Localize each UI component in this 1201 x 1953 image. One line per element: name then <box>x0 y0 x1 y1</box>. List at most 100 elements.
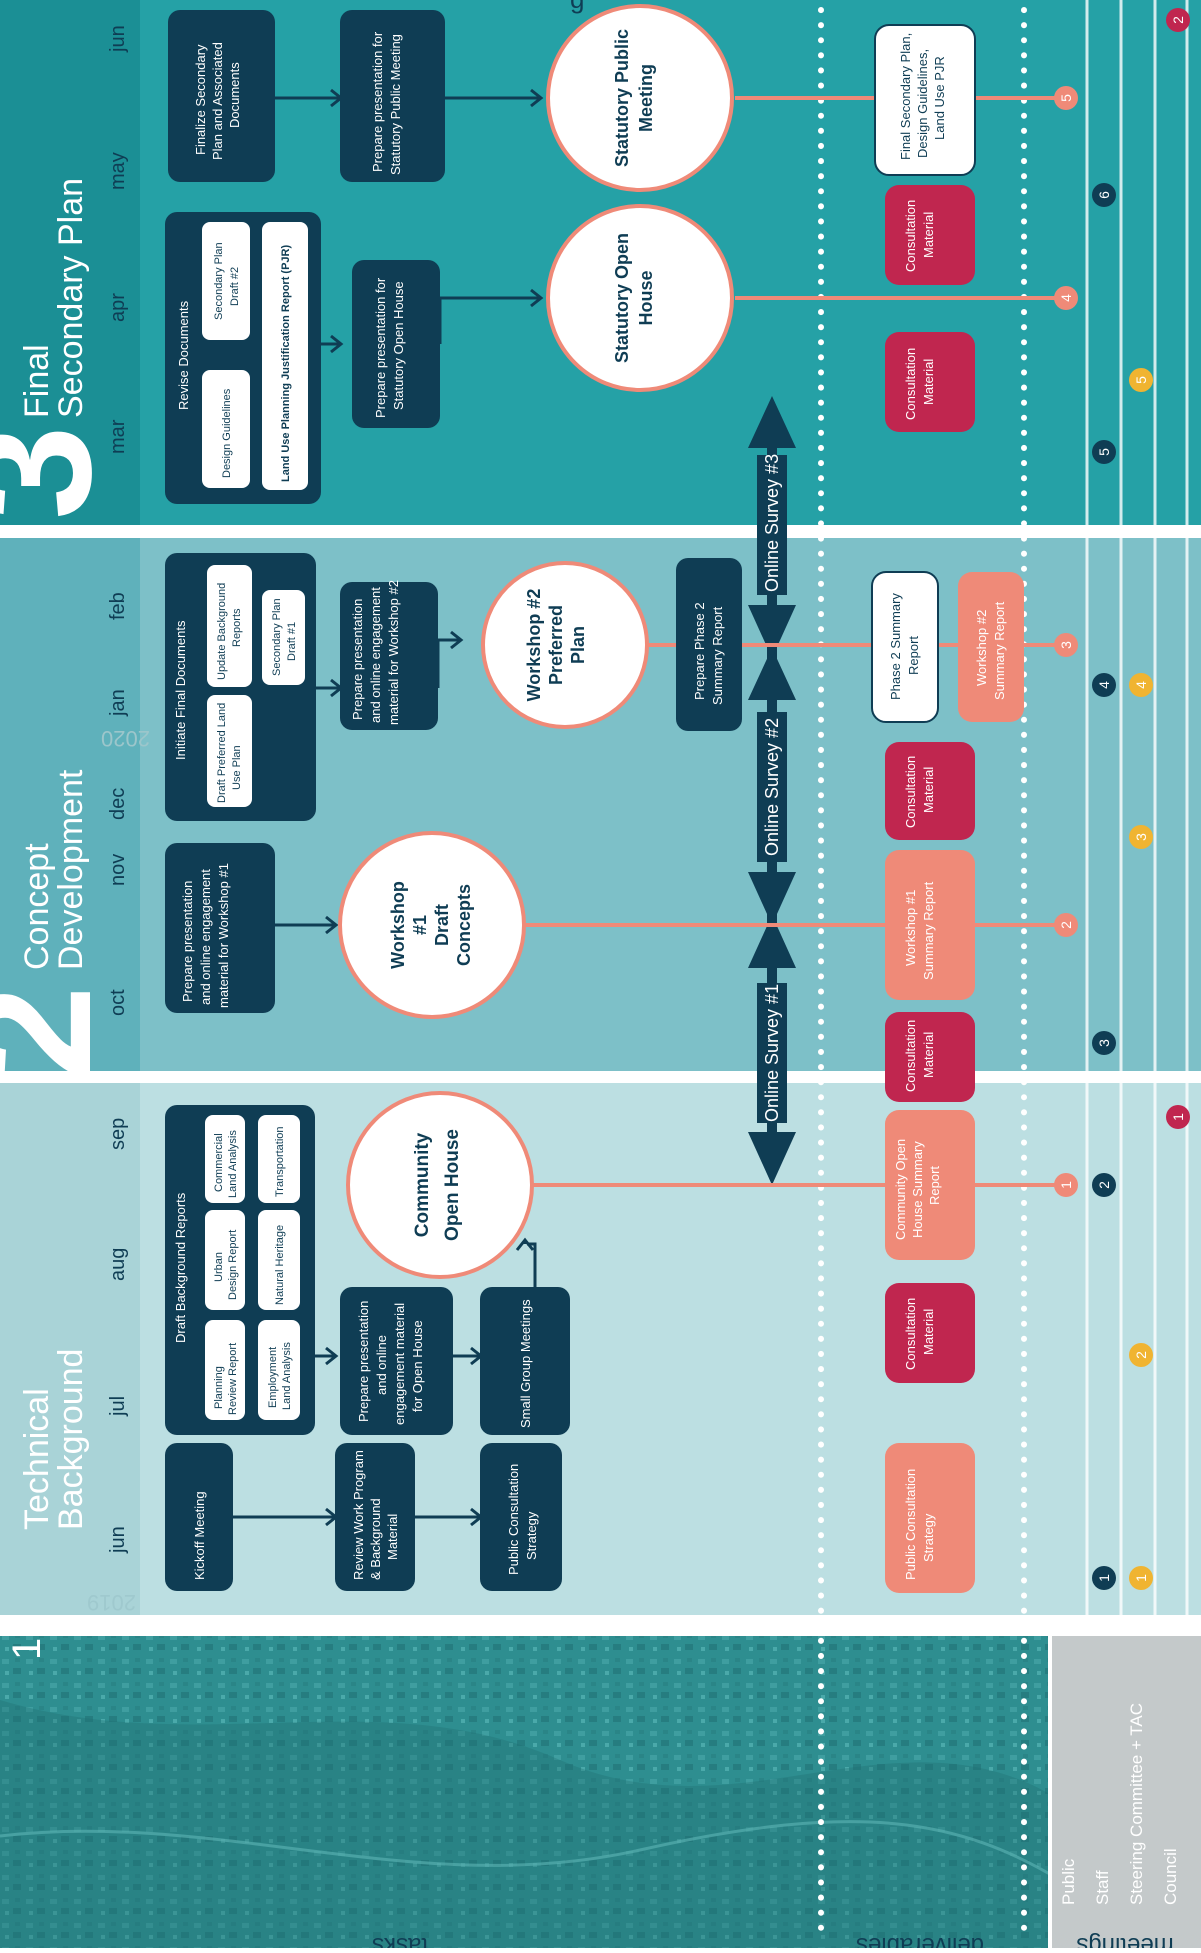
svg-text:5: 5 <box>1133 376 1149 384</box>
svg-text:Concepts: Concepts <box>454 884 474 966</box>
legend-divider <box>1048 1636 1052 1948</box>
task-public-consultation-strategy: Public Consultation Strategy <box>480 1443 562 1591</box>
staff-meeting-marker: 5 <box>1092 440 1116 464</box>
sub-draft-preferred-land-use-plan <box>207 695 252 807</box>
svg-text:Summary Report: Summary Report <box>992 601 1007 700</box>
council-meeting-marker: 1 <box>1166 1105 1190 1129</box>
survey3-arrow-start <box>748 605 796 658</box>
svg-text:Preferred: Preferred <box>546 605 566 685</box>
svg-text:5: 5 <box>1096 448 1112 456</box>
task-prepare-workshop2-material: Prepare presentation and online engageme… <box>340 580 438 730</box>
survey3-arrow-end <box>748 396 796 448</box>
svg-text:Reports: Reports <box>231 608 243 647</box>
svg-text:Employment: Employment <box>267 1347 279 1408</box>
svg-text:Design Guidelines,: Design Guidelines, <box>915 49 930 158</box>
svg-text:Draft: Draft <box>432 904 452 946</box>
svg-text:Documents: Documents <box>227 62 242 128</box>
svg-text:2: 2 <box>1133 1351 1149 1359</box>
svg-text:Strategy: Strategy <box>921 1513 936 1562</box>
svg-text:Review Work Program: Review Work Program <box>351 1450 366 1580</box>
month-label: dec <box>107 788 129 820</box>
svg-text:Finalize Secondary: Finalize Secondary <box>193 44 208 155</box>
legend-background <box>1048 1636 1201 1948</box>
month-label: feb <box>107 592 129 620</box>
survey2-label-bg <box>757 712 787 862</box>
svg-text:Statutory Open House: Statutory Open House <box>391 281 406 410</box>
task-kickoff-meeting: Kickoff Meeting <box>165 1443 233 1591</box>
svg-text:Open House: Open House <box>442 1129 463 1241</box>
public-meeting-marker: 4 <box>1054 286 1078 310</box>
svg-text:Consultation: Consultation <box>903 1020 918 1092</box>
svg-text:2: 2 <box>1170 16 1186 24</box>
phase3-title-line2: Secondary Plan <box>52 178 90 418</box>
deliverable-consultation-material: Consultation Material <box>885 1012 975 1102</box>
svg-text:Material: Material <box>921 1032 936 1078</box>
phase1-title-line1: Technical <box>18 1388 56 1530</box>
svg-text:material for Workshop #1: material for Workshop #1 <box>216 863 231 1008</box>
council-meeting-marker: 2 <box>1166 8 1190 32</box>
month-label: mar <box>107 419 129 454</box>
svg-text:Secondary Plan: Secondary Plan <box>271 598 283 676</box>
phase1-header <box>0 1083 140 1615</box>
deliverable-phase2-summary: Phase 2 Summary Report <box>871 571 939 723</box>
svg-text:Material: Material <box>921 212 936 258</box>
task-initiate-final-documents: Initiate Final Documents Draft Preferred… <box>165 553 316 821</box>
sub-planning-justification-report <box>262 222 308 490</box>
survey1-label: Online Survey #1 <box>762 984 782 1122</box>
svg-text:Material: Material <box>921 767 936 813</box>
svg-text:Land Analysis: Land Analysis <box>281 1342 293 1410</box>
svg-text:4: 4 <box>1096 681 1112 689</box>
staff-meeting-marker: 6 <box>1092 183 1116 207</box>
svg-text:Commercial: Commercial <box>213 1133 225 1192</box>
sub-natural-heritage <box>258 1210 300 1310</box>
month-label: sep <box>107 1118 129 1150</box>
deliverable-workshop2-summary: Workshop #2 Summary Report <box>958 572 1024 722</box>
side-label-tasks: tasks <box>372 1932 428 1948</box>
public-meeting-marker: 3 <box>1054 633 1078 657</box>
svg-text:Initiate Final Documents: Initiate Final Documents <box>173 620 188 760</box>
month-label: oct <box>107 989 129 1016</box>
svg-text:Prepare presentation for: Prepare presentation for <box>370 31 385 172</box>
svg-text:#1: #1 <box>410 915 430 935</box>
task-draft-background-reports: Draft Background Reports Planning Review… <box>165 1105 315 1435</box>
event-workshop-1-draft-concepts: Workshop #1 Draft Concepts <box>338 831 526 1019</box>
deliverable-consultation-material: Consultation Material <box>885 1283 975 1383</box>
svg-text:Community: Community <box>412 1132 433 1237</box>
svg-text:1: 1 <box>1096 1574 1112 1582</box>
survey2-label: Online Survey #2 <box>762 718 782 856</box>
svg-text:Community Open: Community Open <box>893 1139 908 1240</box>
legend-steering-committee: Steering Committee + TAC <box>1127 1703 1146 1905</box>
svg-text:Land Use PJR: Land Use PJR <box>932 56 947 140</box>
svg-text:Consultation: Consultation <box>903 1298 918 1370</box>
month-label: nov <box>107 854 129 886</box>
svg-text:Final Secondary Plan,: Final Secondary Plan, <box>898 33 913 160</box>
steering-meeting-marker: 3 <box>1129 825 1153 849</box>
year-2019: 2019 <box>87 1590 136 1615</box>
svg-text:2: 2 <box>1096 1181 1112 1189</box>
month-label: aug <box>107 1248 129 1281</box>
svg-text:Review Report: Review Report <box>227 1343 239 1415</box>
steering-meeting-marker: 1 <box>1129 1566 1153 1590</box>
deliverable-workshop1-summary: Workshop #1 Summary Report <box>885 850 975 1000</box>
phase3-title-line1: Final <box>18 344 56 418</box>
task-prepare-phase2-summary: Prepare Phase 2 Summary Report <box>676 558 742 731</box>
svg-text:2: 2 <box>1058 921 1074 929</box>
svg-text:Transportation: Transportation <box>274 1126 286 1197</box>
svg-text:Material: Material <box>921 1309 936 1355</box>
steering-meeting-marker: 5 <box>1129 368 1153 392</box>
svg-text:House Summary: House Summary <box>910 1141 925 1238</box>
svg-text:material for Workshop #2: material for Workshop #2 <box>386 580 401 725</box>
public-meeting-marker: 5 <box>1054 86 1078 110</box>
svg-text:4: 4 <box>1058 294 1074 302</box>
svg-text:Consultation: Consultation <box>903 200 918 272</box>
sub-secondary-plan-draft1 <box>262 590 305 685</box>
aerial-photo <box>0 1636 1201 1948</box>
month-label: jun <box>107 1526 129 1554</box>
svg-text:1: 1 <box>1133 1574 1149 1582</box>
svg-text:Prepare presentation: Prepare presentation <box>356 1301 371 1422</box>
svg-text:Meeting: Meeting <box>636 64 656 132</box>
svg-text:Plan and Associated: Plan and Associated <box>210 42 225 160</box>
staff-meeting-marker: 3 <box>1092 1031 1116 1055</box>
sub-urban-design-report <box>205 1210 245 1310</box>
